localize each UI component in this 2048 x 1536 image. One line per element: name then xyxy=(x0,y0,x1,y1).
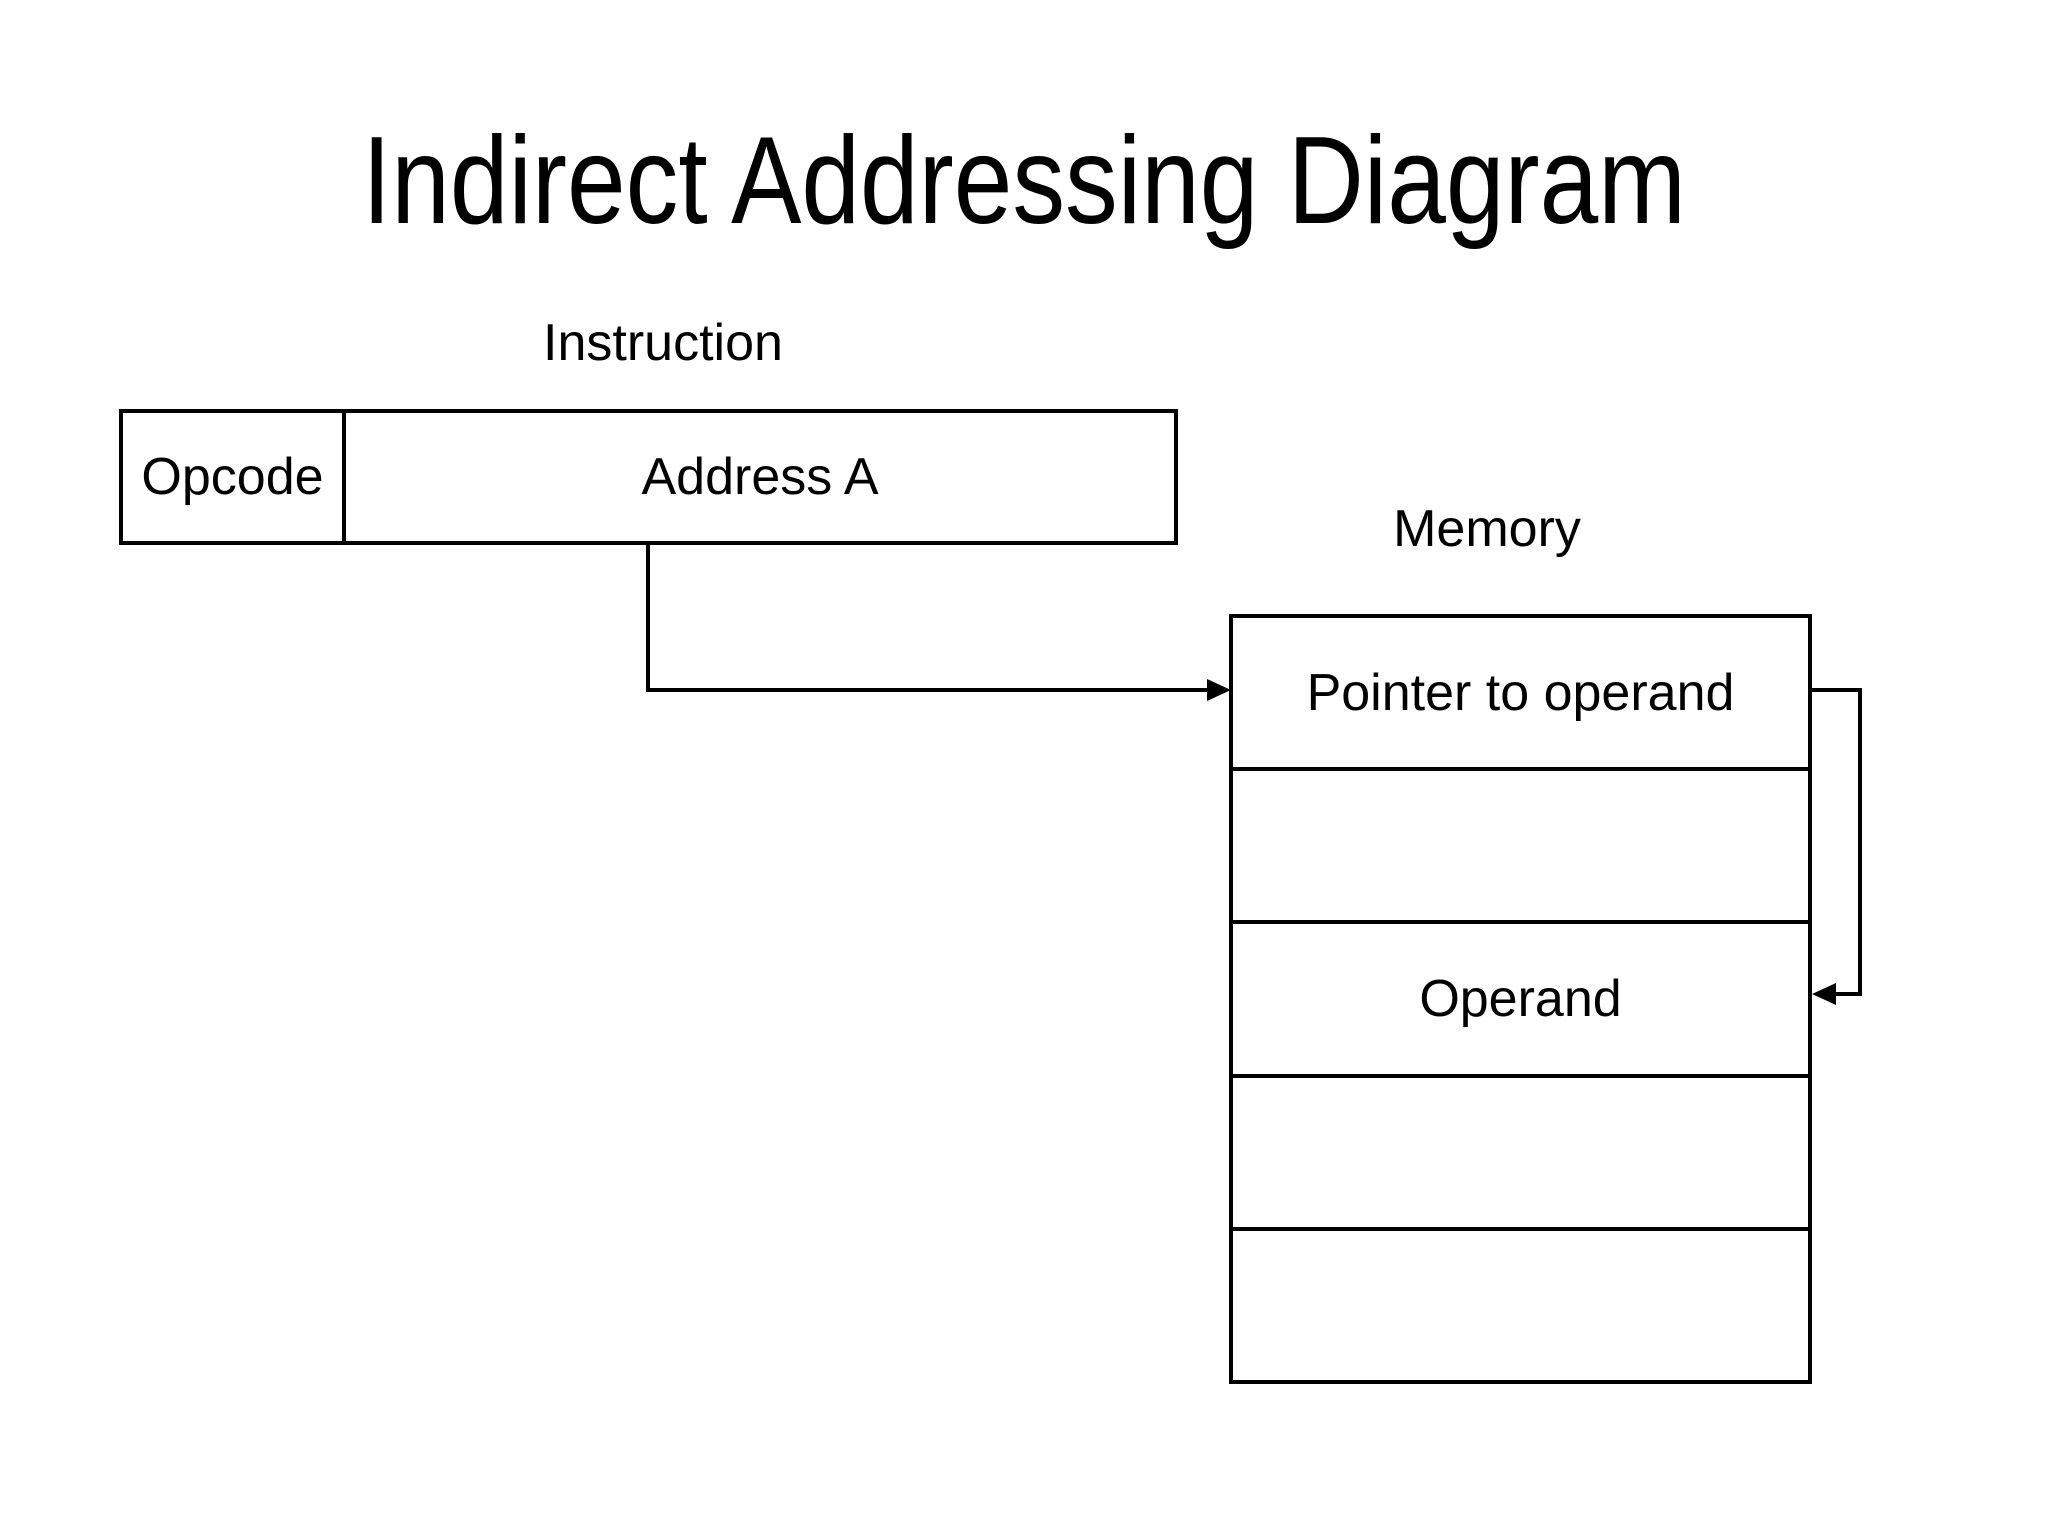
pointer-arrow-return-segment xyxy=(1836,992,1862,996)
memory-row-empty-2 xyxy=(1233,1078,1808,1231)
opcode-cell: Opcode xyxy=(123,413,346,541)
memory-row-empty-1 xyxy=(1233,771,1808,925)
instruction-box: Opcode Address A xyxy=(119,409,1178,545)
pointer-to-operand-label: Pointer to operand xyxy=(1306,663,1735,722)
memory-row-operand: Operand xyxy=(1233,924,1808,1078)
address-a-label: Address A xyxy=(641,448,879,506)
arrowhead-right-icon xyxy=(1207,679,1231,701)
pointer-arrow-exit-segment xyxy=(1810,688,1862,692)
memory-row-empty-3 xyxy=(1233,1231,1808,1380)
memory-table: Pointer to operand Operand xyxy=(1229,614,1812,1384)
instruction-label: Instruction xyxy=(543,314,783,372)
address-arrow-vertical-segment xyxy=(646,544,650,692)
address-arrow-horizontal-segment xyxy=(646,688,1207,692)
operand-label: Operand xyxy=(1419,970,1622,1028)
memory-label: Memory xyxy=(1393,500,1581,558)
slide-title: Indirect Addressing Diagram xyxy=(361,112,1686,250)
opcode-label: Opcode xyxy=(141,448,324,506)
arrowhead-left-icon xyxy=(1812,983,1836,1005)
address-a-cell: Address A xyxy=(346,413,1174,541)
pointer-arrow-vertical-segment xyxy=(1858,688,1862,996)
memory-row-pointer: Pointer to operand xyxy=(1233,618,1808,772)
